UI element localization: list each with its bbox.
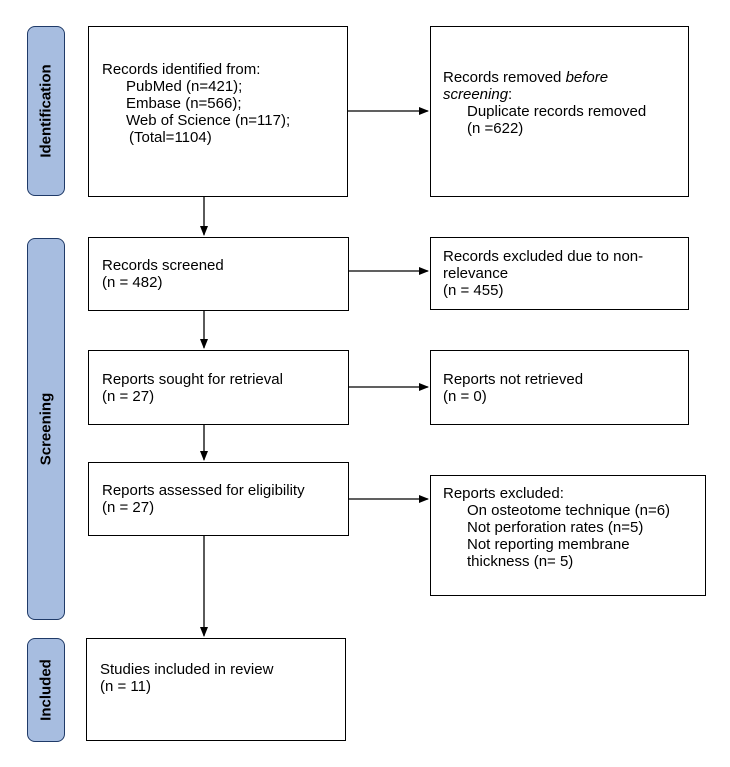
reports-excluded-heading: Reports excluded:	[443, 485, 564, 502]
exclusion-reason-membrane-line2: thickness (n= 5)	[467, 553, 574, 570]
reports-sought-box: Reports sought for retrieval (n = 27)	[88, 350, 349, 425]
duplicate-records-label: Duplicate records removed	[467, 103, 647, 120]
reports-sought-title: Reports sought for retrieval	[102, 371, 283, 388]
phase-included: Included	[27, 638, 65, 742]
exclusion-reason-osteotome: On osteotome technique (n=6)	[467, 502, 671, 519]
total-count: (Total=1104)	[129, 129, 212, 146]
records-screened-box: Records screened (n = 482)	[88, 237, 349, 311]
duplicate-records-count: (n =622)	[467, 120, 524, 137]
reports-assessed-count: (n = 27)	[102, 499, 155, 516]
records-removed-line1: Records removed before	[443, 69, 609, 86]
pubmed-count: PubMed (n=421);	[126, 78, 243, 95]
records-excluded-count: (n = 455)	[443, 282, 504, 299]
records-identified-box: Records identified from: PubMed (n=421);…	[88, 26, 348, 197]
reports-not-retrieved-count: (n = 0)	[443, 388, 487, 405]
records-screened-count: (n = 482)	[102, 274, 163, 291]
records-removed-line2: screening:	[443, 86, 513, 103]
records-excluded-line1: Records excluded due to non-	[443, 248, 644, 265]
records-identified-heading: Records identified from:	[102, 61, 261, 78]
studies-included-count: (n = 11)	[100, 678, 151, 695]
reports-not-retrieved-box: Reports not retrieved (n = 0)	[430, 350, 689, 425]
reports-not-retrieved-title: Reports not retrieved	[443, 371, 584, 388]
phase-screening: Screening	[27, 238, 65, 620]
records-excluded-line2: relevance	[443, 265, 509, 282]
records-removed-box: Records removed before screening: Duplic…	[430, 26, 689, 197]
exclusion-reason-perforation: Not perforation rates (n=5)	[467, 519, 644, 536]
reports-excluded-box: Reports excluded: On osteotome technique…	[430, 475, 706, 596]
records-screened-title: Records screened	[102, 257, 224, 274]
reports-assessed-box: Reports assessed for eligibility (n = 27…	[88, 462, 349, 536]
studies-included-title: Studies included in review	[100, 661, 274, 678]
embase-count: Embase (n=566);	[126, 95, 242, 112]
reports-sought-count: (n = 27)	[102, 388, 155, 405]
records-excluded-box: Records excluded due to non- relevance (…	[430, 237, 689, 310]
studies-included-box: Studies included in review (n = 11)	[86, 638, 346, 741]
wos-count: Web of Science (n=117);	[126, 112, 291, 129]
exclusion-reason-membrane-line1: Not reporting membrane	[467, 536, 630, 553]
phase-identification: Identification	[27, 26, 65, 196]
reports-assessed-title: Reports assessed for eligibility	[102, 482, 305, 499]
